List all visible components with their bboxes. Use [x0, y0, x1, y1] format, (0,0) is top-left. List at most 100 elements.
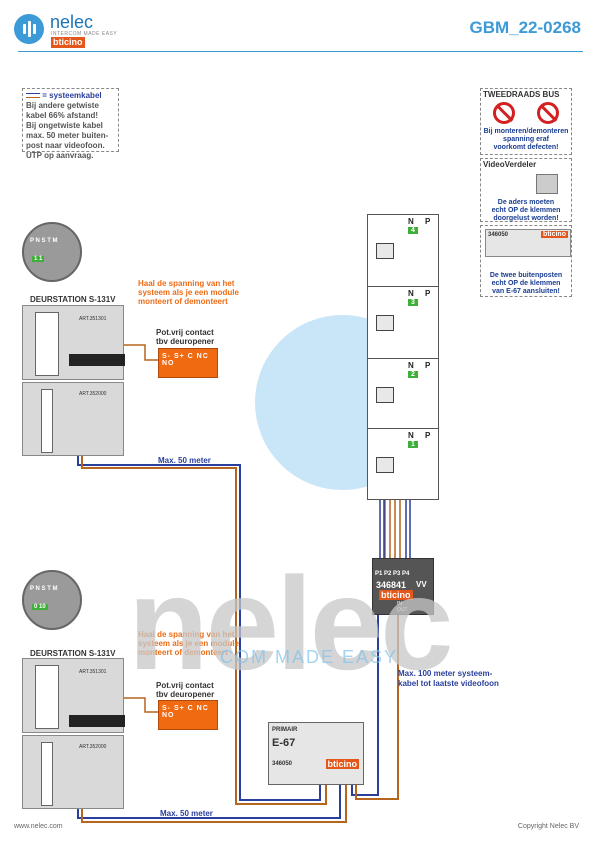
video-cable-line-2: kabel tot laatste videofoon — [398, 679, 499, 688]
cable-length-bottom: Max. 50 meter — [160, 809, 213, 818]
legend-line-6: post naar videofoon. — [26, 141, 105, 150]
cable-bottom-station-brown — [81, 785, 347, 823]
legend-line-2: Bij andere getwiste — [26, 101, 99, 110]
cable-length-top: Max. 50 meter — [158, 456, 211, 465]
monitor-1-screen-icon — [376, 457, 394, 473]
notice-verdeler-text-2: echt OP de klemmen — [491, 207, 561, 214]
power-supply-e67: PRIMAIR E-67 346050 bticino — [268, 722, 364, 785]
notice-e67-text-3: van E-67 aansluiten! — [492, 288, 560, 295]
station-bottom-warn-3: monteert of demonteert — [138, 648, 228, 657]
power-brand: bticino — [325, 759, 359, 769]
header-divider — [18, 51, 583, 52]
nelec-logo-icon — [14, 14, 44, 44]
station-bottom-contact-2: tbv deuropener — [156, 690, 215, 699]
cable-bottom-station-blue — [77, 785, 341, 819]
notice-verdeler-text-3: doorgelust worden! — [493, 215, 559, 222]
zoom-top-vals: 1 1 — [32, 256, 45, 262]
station-bottom-contact-1: Pot.vrij contact — [156, 681, 214, 690]
station-bottom-module-1: ART.351301 — [22, 658, 125, 733]
legend-line-7: UTP op aanvraag. — [26, 151, 94, 160]
station-bottom-warn-2: systeem als je een module — [138, 639, 239, 648]
station-top-warn-2: systeem als je een module — [138, 288, 239, 297]
station-bottom-contact: Pot.vrij contact tbv deuropener — [156, 681, 214, 699]
monitor-1-p: P — [425, 431, 431, 440]
station-top-title: DEURSTATION S-131V — [30, 295, 116, 304]
monitor-4-p: P — [425, 217, 431, 226]
monitor-3-num: 3 — [408, 299, 418, 306]
terminal-zoom-top: P N S T M 1 1 — [22, 222, 82, 282]
notice-verdeler-title: VideoVerdeler — [483, 160, 537, 169]
monitor-3-n: N — [408, 289, 414, 298]
zoom-top-terms: P N S T M — [30, 238, 58, 244]
video-cable-note: Max. 100 meter systeem- kabel tot laatst… — [398, 669, 499, 689]
brand-name: nelec — [50, 12, 94, 32]
station-bottom-title: DEURSTATION S-131V — [30, 649, 116, 658]
station-bottom-module-code: ART.351301 — [79, 669, 107, 675]
notice-bus-text-1: Bij monteren/demonteren — [483, 128, 569, 135]
monitor-3: N P 3 — [368, 287, 438, 359]
notice-bus: TWEEDRAADS BUS Bij monteren/demonteren s… — [480, 88, 572, 155]
legend-line-1: = systeemkabel — [42, 91, 102, 100]
e67-thumbnail: 346050 bticino — [485, 229, 571, 257]
monitor-2-num: 2 — [408, 371, 418, 378]
station-bottom-module-2: ART.352000 — [22, 735, 124, 809]
legend-line-5: max. 50 meter buiten- — [26, 131, 109, 140]
legend-line-4: Bij ongetwiste kabel — [26, 121, 103, 130]
distributor-vv: VV — [416, 580, 427, 589]
cable-top-station-brown — [81, 455, 327, 805]
monitor-3-p: P — [425, 289, 431, 298]
monitor-4-num: 4 — [408, 227, 418, 234]
notice-bus-text-3: voorkomt defecten! — [493, 144, 559, 151]
zoom-bottom-terms: P N S T M — [30, 586, 58, 592]
no-lightning-icon — [537, 102, 559, 124]
station-top-contact-1: Pot.vrij contact — [156, 328, 214, 337]
terminal-block-icon — [536, 174, 558, 194]
cable-legend: = systeemkabel Bij andere getwiste kabel… — [22, 88, 119, 160]
distributor-ports: P1 P2 P3 P4 — [375, 571, 410, 577]
video-distributor: P1 P2 P3 P4 346841 VV bticino IN OUT — [372, 558, 434, 615]
video-cable-line-1: Max. 100 meter systeem- — [398, 669, 493, 678]
station-top-module-1: ART.351301 — [22, 305, 125, 380]
relay-bottom-terms: S- S+ C NC NO — [162, 705, 209, 719]
notice-verdeler-text-1: De aders moeten — [497, 199, 555, 206]
distributor-in: IN — [397, 601, 402, 607]
brand-tagline: INTERCOM MADE EASY — [51, 31, 118, 37]
monitor-column: N P 4 N P 3 N P 2 N P 1 — [367, 214, 439, 500]
monitor-3-screen-icon — [376, 315, 394, 331]
notice-e67: 346050 bticino De twee buitenposten echt… — [480, 225, 572, 297]
station-bottom-module2-code: ART.352000 — [79, 744, 107, 750]
no-plug-icon — [493, 102, 515, 124]
power-label: PRIMAIR — [272, 727, 298, 733]
watermark-tagline: COM MADE EASY — [220, 647, 399, 667]
power-model: E-67 — [272, 737, 296, 749]
station-bottom-warn-1: Haal de spanning van het — [138, 630, 235, 639]
relay-top-terms: S- S+ C NC NO — [162, 353, 209, 367]
cable-top-station-blue — [77, 455, 321, 801]
terminal-zoom-bottom: P N S T M 0 10 — [22, 570, 82, 630]
zoom-bottom-vals: 0 10 — [32, 604, 48, 610]
document-id: GBM_22-0268 — [469, 18, 581, 37]
distributor-brand: bticino — [379, 590, 413, 600]
notice-bus-text-2: spanning eraf — [503, 136, 549, 143]
legend-line-3: kabel 66% afstand! — [26, 111, 99, 120]
cable-swatch-icon — [26, 93, 40, 99]
monitor-2-screen-icon — [376, 387, 394, 403]
monitor-1-n: N — [408, 431, 414, 440]
monitor-4-screen-icon — [376, 243, 394, 259]
station-top-module2-code: ART.352000 — [79, 391, 107, 397]
cable-e67-distributor-blue — [351, 615, 379, 796]
station-top-module-code: ART.351301 — [79, 316, 107, 322]
bticino-logo: bticino — [51, 37, 85, 48]
station-top-warning: Haal de spanning van het systeem als je … — [138, 279, 239, 306]
monitor-2-p: P — [425, 361, 431, 370]
monitor-2: N P 2 — [368, 359, 438, 429]
monitor-4-n: N — [408, 217, 414, 226]
distributor-code: 346841 — [376, 580, 407, 590]
relay-top: S- S+ C NC NO — [158, 348, 218, 378]
monitor-2-n: N — [408, 361, 414, 370]
power-code: 346050 — [272, 761, 293, 767]
cable-e67-distributor-brown — [355, 615, 399, 800]
station-top-warn-3: monteert of demonteert — [138, 297, 228, 306]
station-bottom-warning: Haal de spanning van het systeem als je … — [138, 630, 239, 657]
station-top-contact-2: tbv deuropener — [156, 337, 215, 346]
